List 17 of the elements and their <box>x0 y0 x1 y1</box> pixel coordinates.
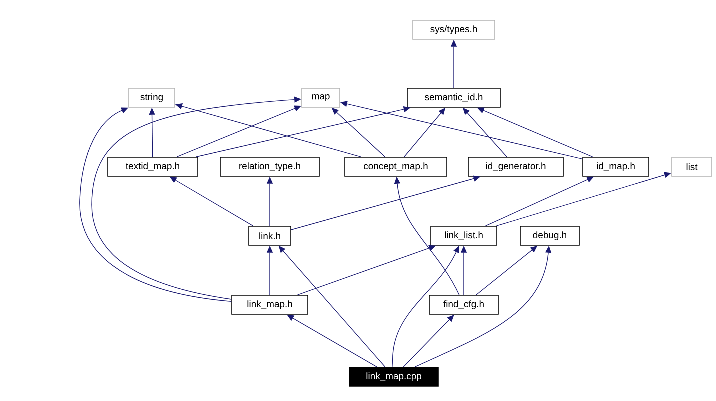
file-box: map <box>302 88 340 108</box>
file-box: link_map.h <box>232 295 308 315</box>
file-box: textid_map.h <box>108 157 198 177</box>
file-box: debug.h <box>520 226 580 246</box>
file-box: string <box>128 88 176 108</box>
arrow <box>80 108 232 302</box>
file-box: semantic_id.h <box>407 88 501 108</box>
file-box: id_generator.h <box>468 157 564 177</box>
file-box: concept_map.h <box>344 157 448 177</box>
file-box: link_map.cpp <box>349 367 439 387</box>
file-box: relation_type.h <box>220 157 320 177</box>
file-box: id_map.h <box>582 157 650 177</box>
file-box: link_list.h <box>430 226 498 246</box>
file-box: list <box>672 157 712 177</box>
file-box: sys/types.h <box>412 20 496 40</box>
file-box: find_cfg.h <box>429 295 499 315</box>
file-box: link.h <box>248 226 292 246</box>
